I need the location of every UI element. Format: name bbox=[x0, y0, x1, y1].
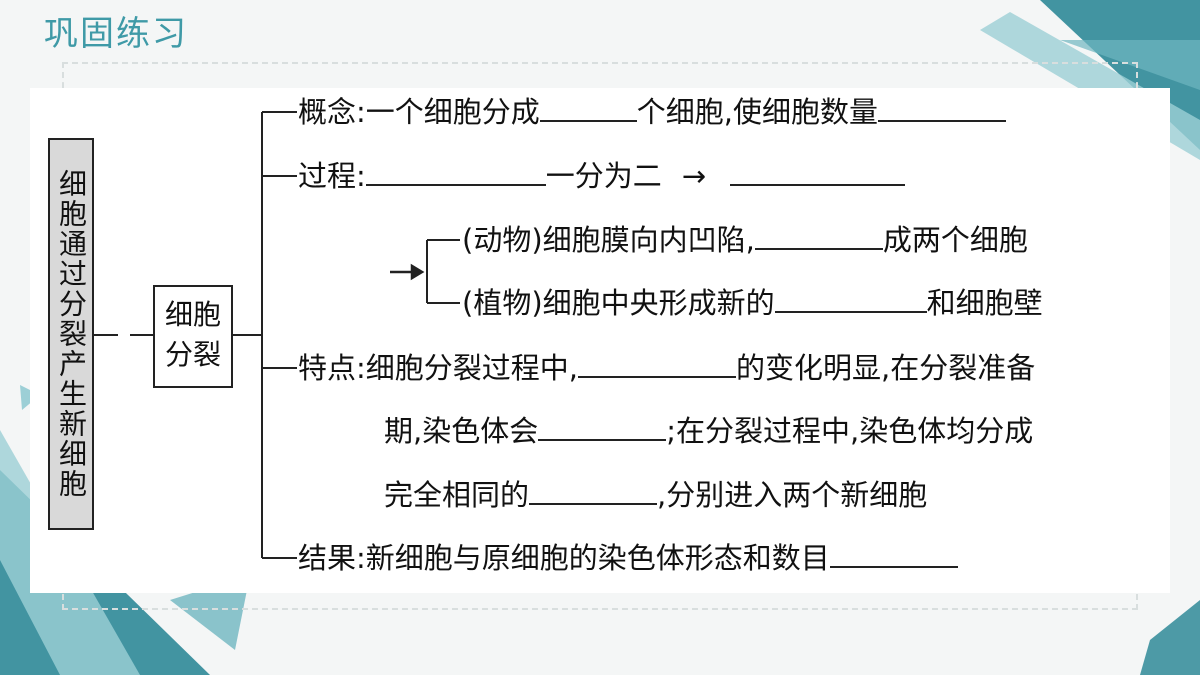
concept-blank-2[interactable] bbox=[878, 94, 1006, 122]
root-node-label: 细胞通过分裂产生新细胞 bbox=[55, 169, 88, 499]
process-text-a: 过程: bbox=[298, 159, 366, 193]
concept-blank-1[interactable] bbox=[539, 94, 637, 122]
features-text-c: 期,染色体会 bbox=[384, 414, 539, 448]
animal-row: (动物)细胞膜向内凹陷, 成两个细胞 bbox=[462, 222, 1028, 258]
plant-text-a: (植物)细胞中央形成新的 bbox=[462, 286, 775, 320]
animal-text-b: 成两个细胞 bbox=[882, 223, 1028, 257]
features-text-f: ,分别进入两个新细胞 bbox=[657, 478, 928, 512]
node-label-line1: 细胞 bbox=[164, 298, 221, 331]
features-blank-3[interactable] bbox=[529, 477, 658, 505]
node-label-line2: 分裂 bbox=[164, 338, 221, 371]
plant-text-b: 和细胞壁 bbox=[926, 286, 1043, 320]
content-panel bbox=[30, 88, 1170, 593]
process-text-b: 一分为二 bbox=[545, 159, 662, 193]
result-blank[interactable] bbox=[829, 540, 958, 568]
features-blank-1[interactable] bbox=[578, 350, 736, 378]
features-text-d: ;在分裂过程中,染色体均分成 bbox=[666, 414, 1034, 448]
features-text-a: 特点:细胞分裂过程中, bbox=[298, 351, 578, 385]
arrow-icon bbox=[390, 263, 425, 281]
process-row: 过程: 一分为二 → bbox=[298, 158, 906, 194]
result-row: 结果:新细胞与原细胞的染色体形态和数目 bbox=[298, 540, 958, 576]
process-blank-1[interactable] bbox=[365, 158, 546, 186]
concept-text-b: 个细胞,使细胞数量 bbox=[636, 95, 878, 129]
plant-blank[interactable] bbox=[774, 285, 927, 313]
concept-text-a: 概念:一个细胞分成 bbox=[298, 95, 540, 129]
animal-blank[interactable] bbox=[754, 222, 883, 250]
cell-division-node-box: 细胞 分裂 bbox=[153, 285, 233, 388]
plant-row: (植物)细胞中央形成新的 和细胞壁 bbox=[462, 285, 1043, 321]
process-blank-2[interactable] bbox=[730, 158, 906, 186]
features-row-1: 特点:细胞分裂过程中, 的变化明显,在分裂准备 bbox=[298, 350, 1035, 386]
features-blank-2[interactable] bbox=[538, 413, 667, 441]
page-title: 巩固练习 bbox=[44, 14, 188, 54]
features-text-b: 的变化明显,在分裂准备 bbox=[736, 351, 1036, 385]
animal-text-a: (动物)细胞膜向内凹陷, bbox=[462, 223, 755, 257]
concept-row: 概念:一个细胞分成 个细胞,使细胞数量 bbox=[298, 94, 1006, 130]
process-arrow-icon: → bbox=[681, 159, 707, 193]
features-row-3: 完全相同的 ,分别进入两个新细胞 bbox=[384, 477, 927, 513]
root-node-box: 细胞通过分裂产生新细胞 bbox=[48, 138, 94, 530]
result-text-a: 结果:新细胞与原细胞的染色体形态和数目 bbox=[298, 541, 830, 575]
features-row-2: 期,染色体会 ;在分裂过程中,染色体均分成 bbox=[384, 413, 1033, 449]
features-text-e: 完全相同的 bbox=[384, 478, 530, 512]
